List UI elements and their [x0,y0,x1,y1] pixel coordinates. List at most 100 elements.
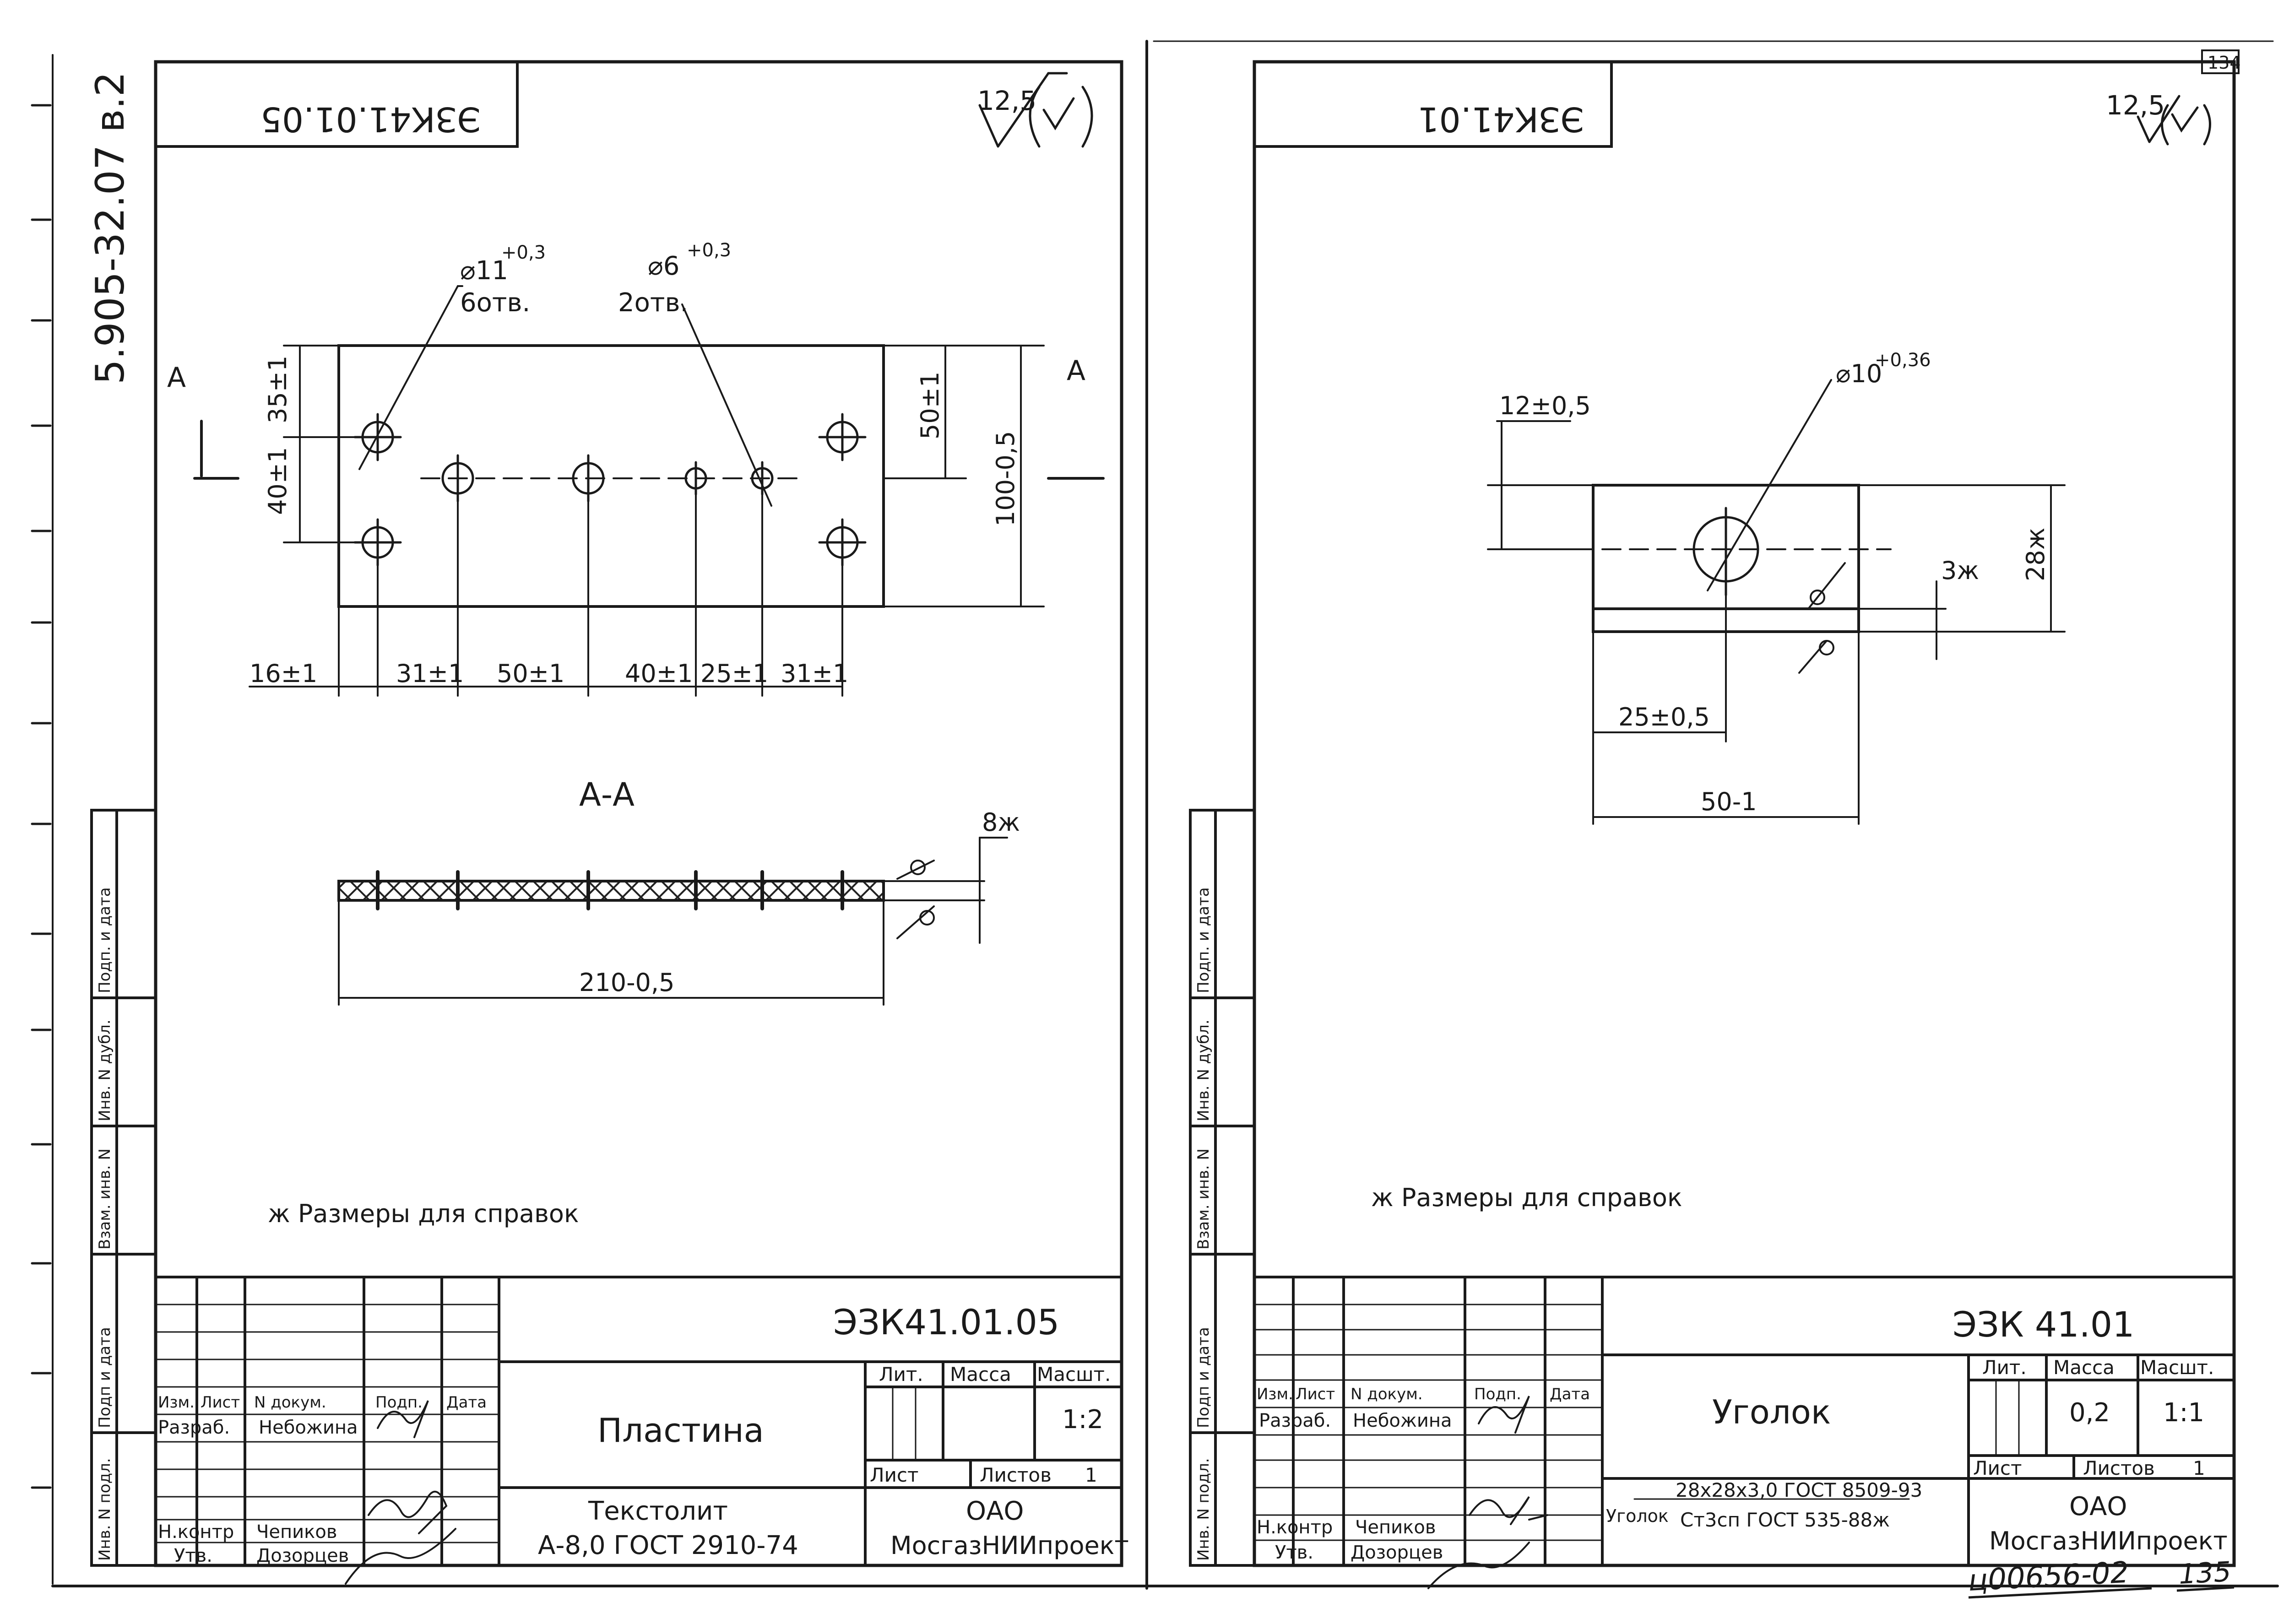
left-sheet-label: Лист [870,1464,918,1486]
dim-28: 28ж [2021,528,2050,581]
dim-31b: 31±1 [781,659,848,688]
right-person-appr: Дозорцев [1351,1542,1443,1563]
left-person-appr: Дозорцев [256,1545,349,1566]
left-sheets-label: Листов [980,1464,1052,1486]
right-roughness-value: 12,5 [2106,90,2165,121]
left-col-date: Дата [446,1393,487,1412]
section-mark-left: А [167,362,186,394]
right-org-2: МосгазНИИпроект [1989,1527,2228,1555]
right-scale-value: 1:1 [2163,1398,2204,1428]
page-number-box [2201,49,2240,74]
archive-underline [1968,1587,2152,1599]
right-mass-value: 0,2 [2069,1398,2110,1428]
side-label-2-right: Инв. N дубл. [1194,1019,1213,1121]
bottom-dimension-labels: 16±1 31±1 50±1 40±1 25±1 31±1 [250,659,848,688]
left-side-columns [90,809,157,1567]
side-code: 5.905-32.07 в.2 [87,71,133,384]
section-title: А-А [579,776,635,813]
side-label-5-right: Инв. N подл. [1194,1458,1213,1561]
page-number-bottom: 135 [2178,1556,2232,1591]
left-org-2: МосгазНИИпроект [890,1531,1129,1560]
dim-12: 12±0,5 [1499,391,1591,420]
dim-50-vertical: 50±1 [916,372,944,439]
dim-40-h: 40±1 [625,659,693,688]
hole-small-callout: ⌀6 [648,251,679,281]
left-col-sign: Подп. [375,1393,423,1412]
right-signatures [1427,1396,1548,1589]
hole-tolerance: +0,36 [1875,350,1931,371]
plate-outline [337,344,885,608]
left-note: ж Размеры для справок [268,1199,579,1228]
right-doc-code: ЭЗК 41.01 [1953,1304,2134,1345]
right-mirrored-code-box [1253,60,1613,148]
dim-50-right: 50-1 [1701,787,1757,816]
plate-holes [353,413,867,567]
left-roughness-value: 12,5 [977,85,1036,116]
side-label-4: Подп и дата [96,1327,114,1428]
hole-big-tolerance: +0,3 [501,242,546,263]
left-side-labels: Подп. и дата Инв. N дубл. Взам. инв. N П… [96,887,114,1561]
left-doc-code: ЭЗК41.01.05 [833,1302,1059,1343]
right-side-columns [1189,809,1256,1567]
right-role-dev: Разраб. [1259,1410,1331,1431]
right-tb-headers: Лит. Масса Масшт. Лист Листов 1 [1973,1356,2214,1479]
left-role-appr: Утв. [174,1545,212,1566]
right-dimension-lines [1487,379,2066,825]
section-cuts [376,870,844,910]
left-dimension-lines [249,345,1045,697]
right-sheet-label: Лист [1973,1457,2022,1479]
left-material-2: А-8,0 ГОСТ 2910-74 [538,1531,798,1560]
right-col-list: Лист [1296,1385,1335,1403]
left-tb-roles: Разраб. Небожина Н.контр Чепиков Утв. До… [158,1417,358,1566]
left-title-block-grid [154,1276,1123,1567]
right-person-check: Чепиков [1355,1517,1436,1538]
right-material-1: 28х28х3,0 ГОСТ 8509-93 [1676,1479,1922,1501]
right-col-date: Дата [1550,1385,1590,1403]
left-mass-label: Масса [950,1363,1011,1386]
right-mirrored-code: ЭЗК41.01 [1418,99,1584,139]
left-col-izm: Изм. [158,1393,195,1412]
right-sheets-label: Листов [2083,1457,2155,1479]
right-col-izm: Изм. [1257,1385,1293,1403]
right-sheets-value: 1 [2193,1457,2205,1479]
left-sheets-value: 1 [1085,1464,1097,1486]
hole-callout: ⌀10 [1836,359,1882,388]
dim-16: 16±1 [250,659,317,688]
left-lit-label: Лит. [879,1363,923,1386]
left-mirrored-code-box [154,60,519,148]
left-person-dev: Небожина [259,1417,358,1438]
right-role-check: Н.контр [1257,1517,1333,1538]
section-mark-right: А [1067,355,1085,387]
hole-big-callout: ⌀11 [460,256,508,286]
left-role-check: Н.контр [158,1521,234,1543]
right-tb-roles: Разраб. Небожина Н.контр Чепиков Утв. До… [1257,1410,1452,1563]
left-person-check: Чепиков [256,1521,337,1543]
dim-31a: 31±1 [396,659,464,688]
right-col-doc: N докум. [1351,1385,1423,1403]
left-part-name: Пластина [597,1411,764,1450]
section-marks [193,420,1105,480]
left-tb-headers: Лит. Масса Масшт. Лист Листов 1 [870,1363,1111,1486]
left-role-dev: Разраб. [158,1417,230,1438]
left-signatures [345,1400,456,1585]
section-dims [338,837,1008,1006]
left-tb-columns: Изм. Лист N докум. Подп. Дата [158,1393,487,1412]
left-roughness-symbol [978,72,1093,148]
left-material-1: Текстолит [588,1496,728,1526]
dim-25-right: 25±0,5 [1618,703,1710,731]
left-col-list: Лист [201,1393,240,1412]
right-scale-label: Масшт. [2140,1356,2214,1379]
dim-25: 25±1 [700,659,768,688]
right-role-appr: Утв. [1275,1542,1313,1563]
right-roughness-symbol [2137,95,2211,146]
right-lit-label: Лит. [1982,1356,2027,1379]
right-tb-columns: Изм. Лист N докум. Подп. Дата [1257,1385,1590,1403]
side-label-3: Взам. инв. N [96,1148,114,1250]
side-label-3-right: Взам. инв. N [1194,1148,1213,1250]
right-mass-label: Масса [2053,1356,2115,1379]
hole-leaders [358,285,772,507]
left-scale-label: Масшт. [1037,1363,1111,1386]
page-number-top: 134 [2208,53,2241,73]
side-label-1-right: Подп. и дата [1194,887,1213,993]
